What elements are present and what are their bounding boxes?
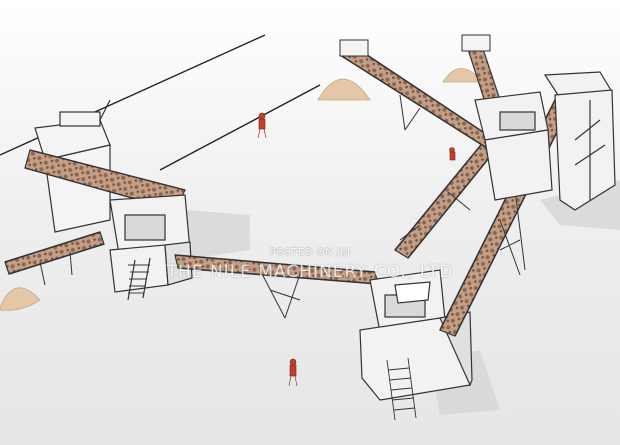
watermark-company: THE NILE MACHINERY CO., LTD (166, 262, 454, 282)
primary-feeder (24, 99, 186, 233)
sand-piles (0, 68, 483, 311)
sand-pile-left (0, 287, 41, 311)
worker-3 (449, 147, 456, 161)
conveyor-left (4, 231, 105, 286)
jaw-crusher-house (109, 194, 193, 301)
worker-2 (288, 358, 298, 387)
stairs-left (128, 264, 150, 294)
worker-figures (257, 112, 456, 387)
stairs-bottom (386, 357, 417, 421)
worker-1 (257, 112, 267, 139)
screen-tower (474, 71, 616, 211)
watermark-posted-on: POSTED ON JIJI (269, 247, 351, 258)
conveyor-top-center (338, 39, 499, 151)
sand-pile-top-center (317, 78, 371, 101)
